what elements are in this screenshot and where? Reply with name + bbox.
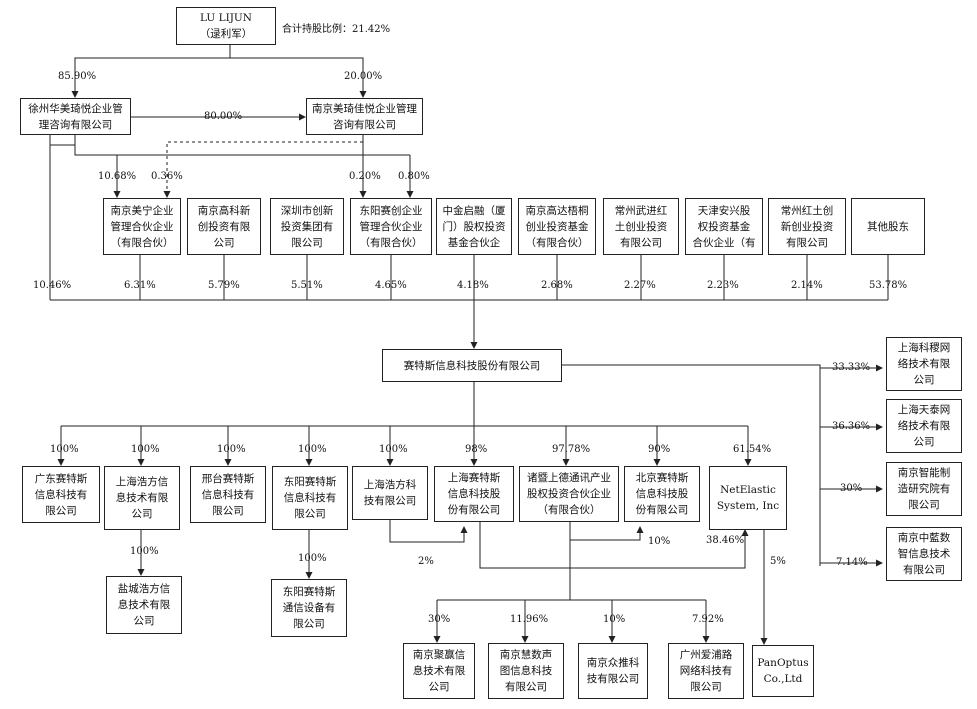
haofang-to-shanghai-pct: 2% [418,556,434,567]
shareholder-pct: 2.14% [791,280,823,291]
subsidiary-box: 上海赛特斯 信息科技股 份有限公司 [434,466,514,522]
right-investment-pct: 36.36% [832,421,871,432]
xuzhou-huamei-box: 徐州华美琦悦企业管 理咨询有限公司 [20,98,131,135]
lu-to-nanjing-pct: 20.00% [344,71,383,82]
shareholder-box: 常州武进红 土创业投资 有限公司 [603,198,679,255]
subsidiary-pct: 97.78% [552,444,591,455]
right-investment-box: 南京智能制 造研究院有 限公司 [886,462,962,516]
dongyang-comm-box: 东阳赛特斯 通信设备有 限公司 [271,579,347,637]
meining-pct-b: 0.36% [151,171,183,182]
meining-pct-a: 10.68% [98,171,137,182]
subsidiary-box: 北京赛特斯 信息科技股 份有限公司 [624,466,700,522]
right-investment-box: 南京中藍数 智信息技术 有限公司 [886,527,962,581]
yancheng-pct: 100% [130,546,159,557]
subsidiary-pct: 61.54% [733,444,772,455]
zhuji-investment-pct: 7.92% [692,614,724,625]
subsidiary-box: 上海浩方科 技有限公司 [352,466,428,520]
shareholder-pct: 2.68% [541,280,573,291]
subsidiary-box: 诸暨上德通讯产业 股权投资合伙企业 （有限合伙） [519,466,619,522]
shareholder-pct: 5.51% [291,280,323,291]
shareholder-pct: 2.27% [624,280,656,291]
zhuji-investment-pct: 11.96% [510,614,549,625]
shareholder-pct: 2.23% [707,280,739,291]
subsidiary-pct: 98% [465,444,488,455]
shareholder-pct: 53.78% [869,280,908,291]
shareholder-box: 南京高达梧桐 创业投资基金 （有限合伙） [518,198,596,255]
shareholder-pct: 4.18% [457,280,489,291]
shareholder-box: 其他股东 [851,198,925,255]
right-investment-pct: 30% [840,483,863,494]
dongyang-pct-b: 0.80% [398,171,430,182]
nanjing-meiqi-box: 南京美琦佳悦企业管理 咨询有限公司 [306,98,423,135]
subsidiary-pct: 100% [298,444,327,455]
zhuji-investment-box: 南京聚赢信 息技术有限 公司 [403,643,475,699]
net-to-panoptus-pct: 5% [770,556,786,567]
zhuji-investment-box: 南京众推科 技有限公司 [578,643,648,699]
subsidiary-box: NetElastic System, Inc [709,466,787,530]
shareholder-pct: 5.79% [208,280,240,291]
shareholder-box: 天津安兴股 权投资基金 合伙企业（有 [685,198,763,255]
right-investment-pct: 33.33% [832,362,871,373]
shareholder-pct: 6.31% [124,280,156,291]
lu-to-xuzhou-pct: 85.90% [58,71,97,82]
right-investment-pct: 7.14% [836,557,868,568]
shareholder-box: 南京美宁企业 管理合伙企业 （有限合伙） [103,198,181,255]
dongyang-comm-pct: 100% [298,553,327,564]
shareholder-box: 南京高科新 创投资有限 公司 [187,198,261,255]
subsidiary-pct: 100% [217,444,246,455]
subsidiary-box: 东阳赛特斯 信息科技有 限公司 [272,466,348,530]
subsidiary-box: 上海浩方信 息技术有限 公司 [104,466,180,530]
main-company-box: 赛特斯信息科技股份有限公司 [382,349,562,382]
subsidiary-pct: 100% [131,444,160,455]
shareholder-box: 深圳市创新 投资集团有 限公司 [270,198,344,255]
zhuji-investment-pct: 10% [603,614,626,625]
dongyang-pct-a: 0.20% [349,171,381,182]
shareholder-pct: 4.65% [375,280,407,291]
controller-lu-lijun-box: LU LIJUN （逯利军） [176,7,276,45]
yancheng-haofang-box: 盐城浩方信 息技术有限 公司 [106,576,182,634]
subsidiary-box: 邢台赛特斯 信息科技有 限公司 [190,466,266,523]
xuzhou-direct-pct: 10.46% [33,280,72,291]
subsidiary-pct: 100% [379,444,408,455]
to-beijing-pct: 10% [648,536,671,547]
zhuji-investment-box: 南京慧数声 图信息科技 有限公司 [488,643,564,699]
subsidiary-pct: 90% [648,444,671,455]
to-netelastic-pct: 38.46% [706,535,745,546]
subsidiary-pct: 100% [50,444,79,455]
xuzhou-to-nanjing-pct: 80.00% [204,111,243,122]
total-holding-note: 合计持股比例：21.42% [282,24,391,35]
right-investment-box: 上海天泰网 络技术有限 公司 [886,399,962,453]
shareholder-box: 常州红土创 新创业投资 有限公司 [768,198,846,255]
panoptus-box: PanOptus Co.,Ltd [752,645,814,697]
zhuji-investment-pct: 30% [428,614,451,625]
shareholder-box: 东阳赛创企业 管理合伙企业 （有限合伙） [350,198,432,255]
subsidiary-box: 广东赛特斯 信息科技有 限公司 [22,466,100,523]
zhuji-investment-box: 广州爱浦路 网络科技有 限公司 [668,643,744,699]
shareholder-box: 中金启融（厦 门）股权投资 基金合伙企 [436,198,512,255]
right-investment-box: 上海科稷网 络技术有限 公司 [886,337,962,391]
